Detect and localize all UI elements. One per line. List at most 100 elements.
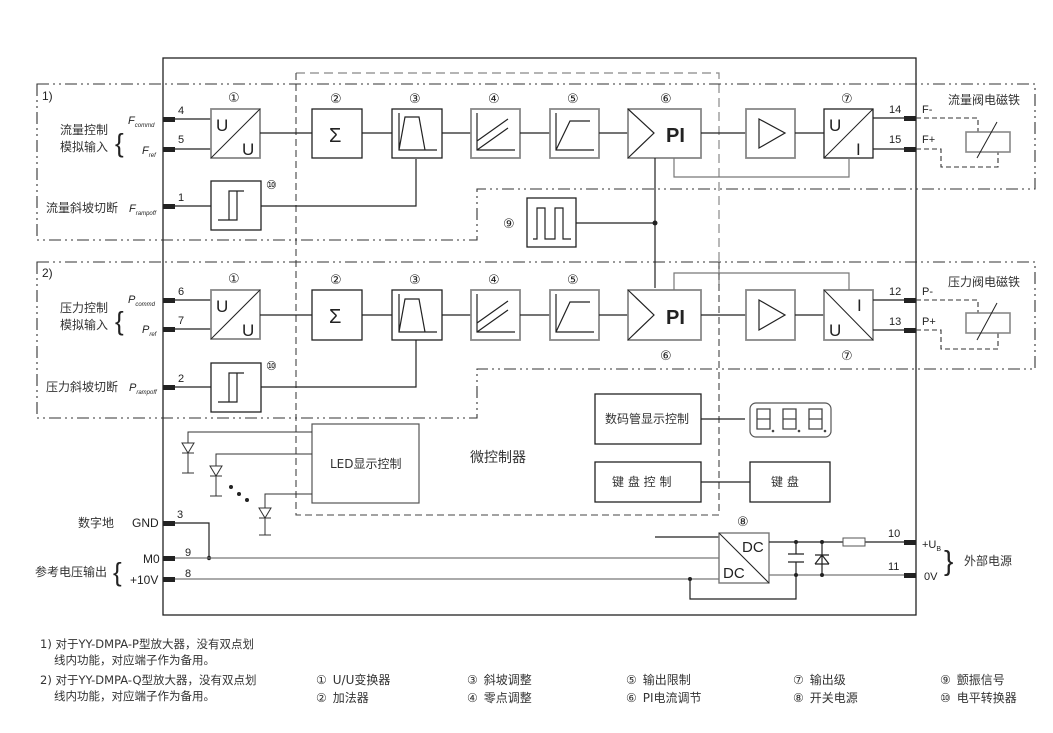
ch1-marker-5: ⑤ xyxy=(567,91,579,106)
terminal-1 xyxy=(163,204,175,209)
ch2-amplifier xyxy=(745,289,796,341)
ch1-marker-4: ④ xyxy=(488,91,500,106)
ch2-brace: { xyxy=(115,306,124,336)
svg-text:DC: DC xyxy=(723,565,745,582)
ch2-ramp-label: 压力斜坡切断 xyxy=(46,379,118,394)
svg-text:DC: DC xyxy=(742,539,764,556)
ch2-out-neg: P- xyxy=(922,286,933,298)
terminal-4 xyxy=(163,117,175,122)
svg-text:U: U xyxy=(242,321,254,340)
keyboard: 键 盘 xyxy=(749,461,831,503)
ref-brace: { xyxy=(113,557,122,587)
ch2-marker-3: ③ xyxy=(409,272,421,287)
ch2-pi-controller: PI xyxy=(627,289,702,341)
segment-display-control: 数码管显示控制 xyxy=(594,393,702,445)
ch1-input-label-1: 流量控制 xyxy=(60,123,108,137)
ch2-ref-signal: Pref xyxy=(142,324,158,338)
svg-text:键 盘: 键 盘 xyxy=(771,474,799,489)
ch2-uu-converter: U U xyxy=(210,289,261,340)
ub-label: +UB xyxy=(922,539,941,553)
ch1-adder: Σ xyxy=(311,108,363,159)
ch1-marker-10: ⑩ xyxy=(266,178,277,192)
terminal-2 xyxy=(163,385,175,390)
pin-5: 5 xyxy=(178,134,184,146)
ch1-output-limit xyxy=(549,108,600,159)
pin-7: 7 xyxy=(178,315,184,327)
ch1-out-pos: F+ xyxy=(922,134,935,146)
note-2-line-2: 线内功能，对应端子作为备用。 xyxy=(54,689,215,703)
svg-text:U: U xyxy=(216,116,228,135)
seven-segment-display xyxy=(749,402,832,438)
ch1-ramp-signal: Frampoff xyxy=(129,203,157,217)
ch2-marker-7: ⑦ xyxy=(841,348,853,363)
terminal-9 xyxy=(163,556,175,561)
frame-note-1: 1) xyxy=(42,89,53,103)
ch1-amplifier xyxy=(745,108,796,159)
marker-9: ⑨ xyxy=(503,216,515,231)
terminal-12 xyxy=(904,298,916,303)
gnd-signal: GND xyxy=(132,516,159,530)
pin-4: 4 xyxy=(178,105,184,117)
microcontroller-region xyxy=(296,72,720,285)
pin-2: 2 xyxy=(178,373,184,385)
ch2-marker-2: ② xyxy=(330,272,342,287)
ch1-ramp-label: 流量斜坡切断 xyxy=(46,200,118,215)
ch1-marker-6: ⑥ xyxy=(660,91,672,106)
ch1-output-stage: U I xyxy=(823,108,874,159)
note-1-line-2: 线内功能，对应端子作为备用。 xyxy=(54,653,215,667)
status-leds xyxy=(181,431,312,536)
ch1-zero-adjust xyxy=(470,108,521,159)
svg-text:I: I xyxy=(856,140,861,159)
ch2-cmd-signal: Pcommd xyxy=(128,294,156,308)
svg-text:I: I xyxy=(857,296,862,315)
svg-text:LED显示控制: LED显示控制 xyxy=(330,457,402,471)
pin-11: 11 xyxy=(888,561,899,573)
pin-10: 10 xyxy=(888,528,900,540)
reference-output-label: 参考电压输出 xyxy=(35,564,107,579)
channel2-frame xyxy=(36,261,1036,419)
pin-14: 14 xyxy=(889,104,901,116)
keyboard-control: 键 盘 控 制 xyxy=(594,461,702,503)
terminal-15 xyxy=(904,147,916,152)
terminal-3 xyxy=(163,521,175,526)
ch2-input-label-2: 模拟输入 xyxy=(60,317,108,332)
svg-text:Σ: Σ xyxy=(329,125,341,147)
note-2-line-1: 2) 对于YY-DMPA-Q型放大器，没有双点划 xyxy=(40,673,257,687)
svg-text:键 盘 控 制: 键 盘 控 制 xyxy=(612,474,671,489)
ch1-out-neg: F- xyxy=(922,104,933,116)
svg-text:U: U xyxy=(242,140,254,159)
external-power-label: 外部电源 xyxy=(964,553,1012,568)
terminal-10 xyxy=(904,540,916,545)
svg-text:数码管显示控制: 数码管显示控制 xyxy=(605,411,689,426)
ch1-marker-7: ⑦ xyxy=(841,91,853,106)
ch2-adder: Σ xyxy=(311,289,363,341)
power-brace: } xyxy=(944,545,953,576)
pin-1: 1 xyxy=(178,192,184,204)
dither-generator xyxy=(526,197,577,248)
terminal-6 xyxy=(163,298,175,303)
ch2-ramp-signal: Prampoff xyxy=(129,382,158,396)
ch1-cmd-signal: Fcommd xyxy=(128,115,155,129)
zero-v-label: 0V xyxy=(924,571,938,583)
svg-text:PI: PI xyxy=(666,307,685,329)
ch1-marker-3: ③ xyxy=(409,91,421,106)
svg-text:U: U xyxy=(216,297,228,316)
channel1-frame xyxy=(36,83,1036,241)
ch2-marker-5: ⑤ xyxy=(567,272,579,287)
ch1-brace: { xyxy=(115,128,124,158)
microcontroller-border xyxy=(295,73,720,516)
frame-note-2: 2) xyxy=(42,266,53,280)
ch2-out-pos: P+ xyxy=(922,316,936,328)
ch2-marker-4: ④ xyxy=(488,272,500,287)
terminal-11 xyxy=(904,573,916,578)
ch2-marker-6: ⑥ xyxy=(660,348,672,363)
ch2-output-limit xyxy=(549,289,600,341)
v10-signal: +10V xyxy=(130,573,158,587)
